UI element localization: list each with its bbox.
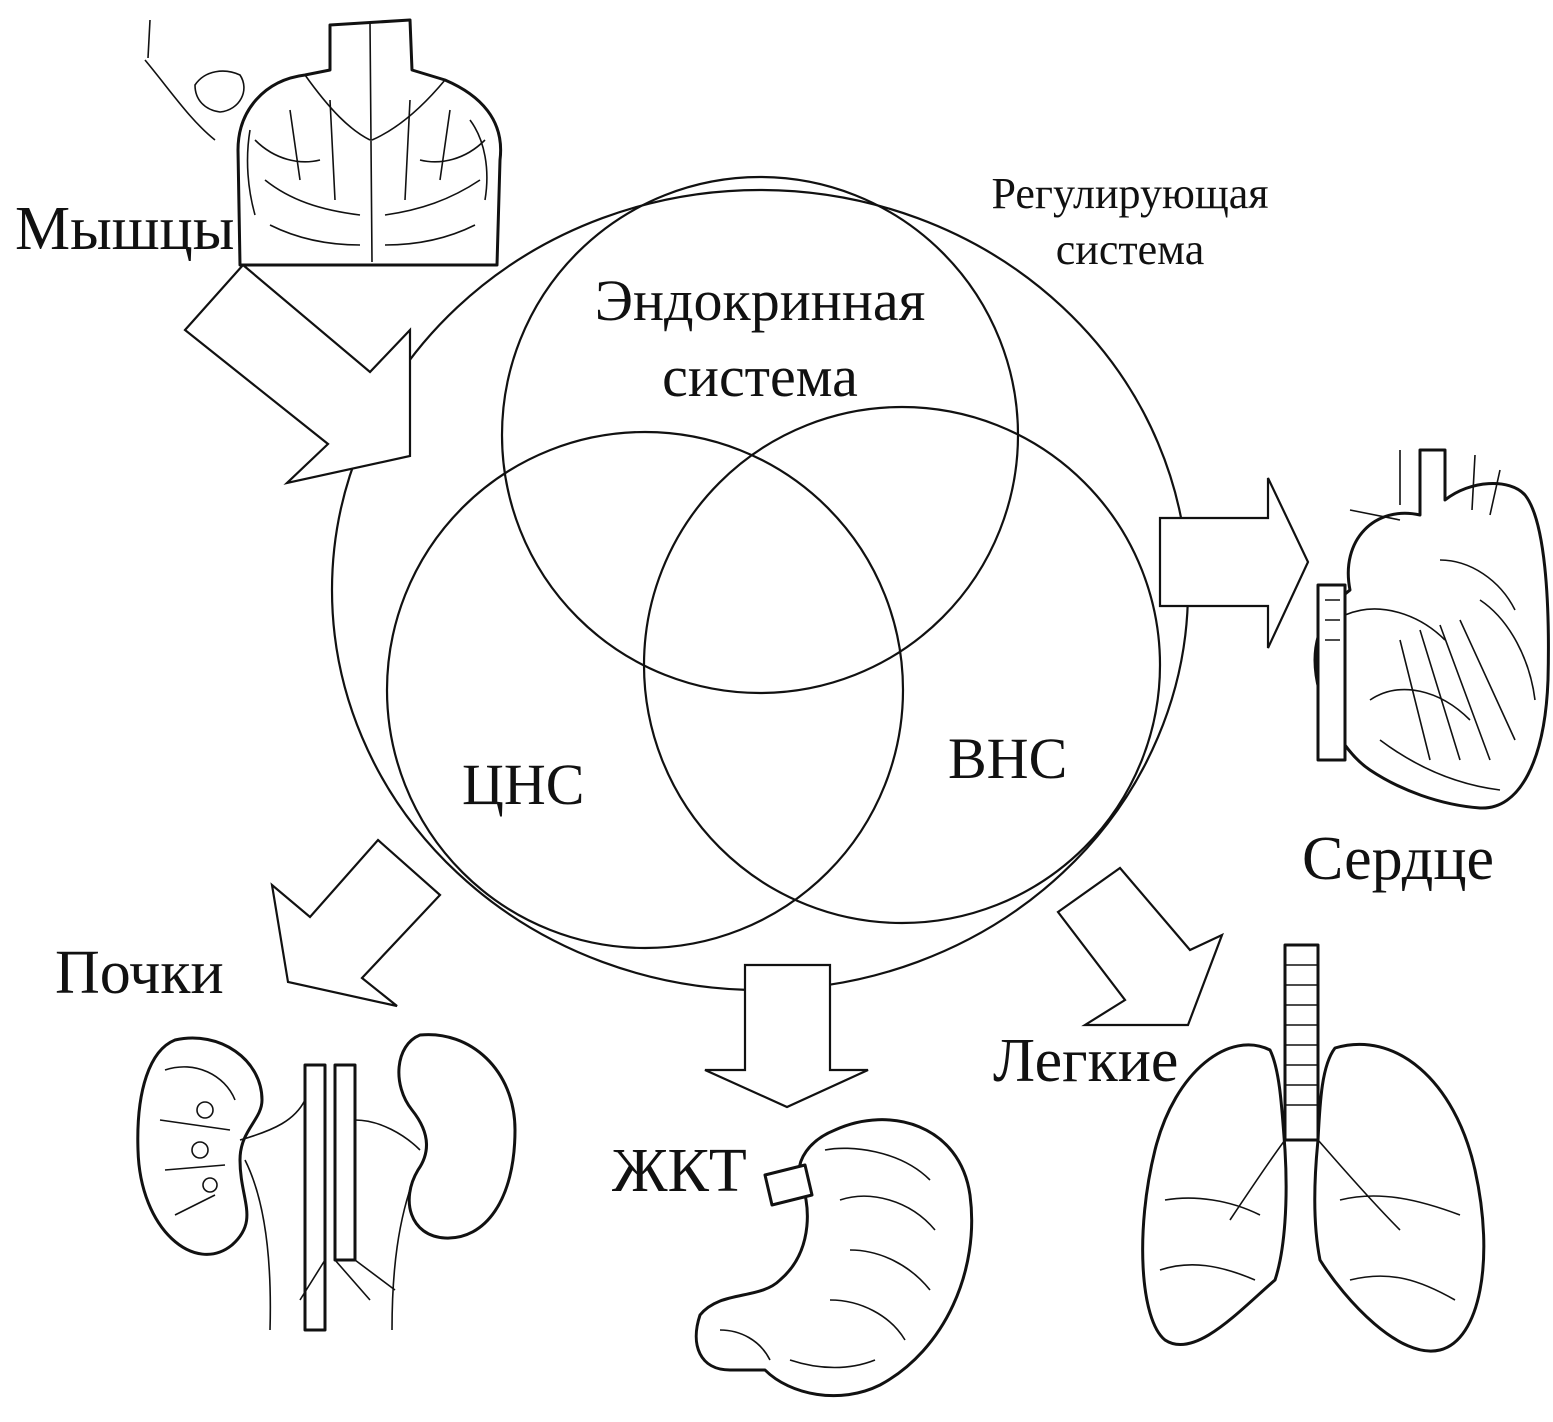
label-lungs: Легкие [993, 1030, 1178, 1092]
label-regulating-system-line1: Регулирующая [965, 172, 1295, 216]
endocrine-system-circle [502, 177, 1018, 693]
label-gi-tract: ЖКТ [612, 1140, 747, 1202]
heart-illustration-icon [1315, 450, 1548, 808]
arrow-system-to-gi [705, 965, 868, 1107]
label-ans: ВНС [948, 730, 1067, 788]
arrow-system-to-lungs [1058, 868, 1222, 1025]
label-cns: ЦНС [462, 756, 584, 814]
label-muscles: Мышцы [15, 198, 234, 260]
label-kidneys: Почки [55, 942, 224, 1004]
arrow-system-to-heart [1160, 478, 1308, 648]
label-endocrine-system-line1: Эндокринная [540, 272, 980, 330]
label-regulating-system-line2: система [965, 228, 1295, 272]
label-endocrine-system-line2: система [540, 348, 980, 406]
kidneys-illustration-icon [138, 1035, 515, 1330]
label-heart: Сердце [1302, 828, 1494, 890]
arrow-muscles-to-system [185, 265, 410, 483]
arrow-system-to-kidneys [272, 840, 440, 1006]
